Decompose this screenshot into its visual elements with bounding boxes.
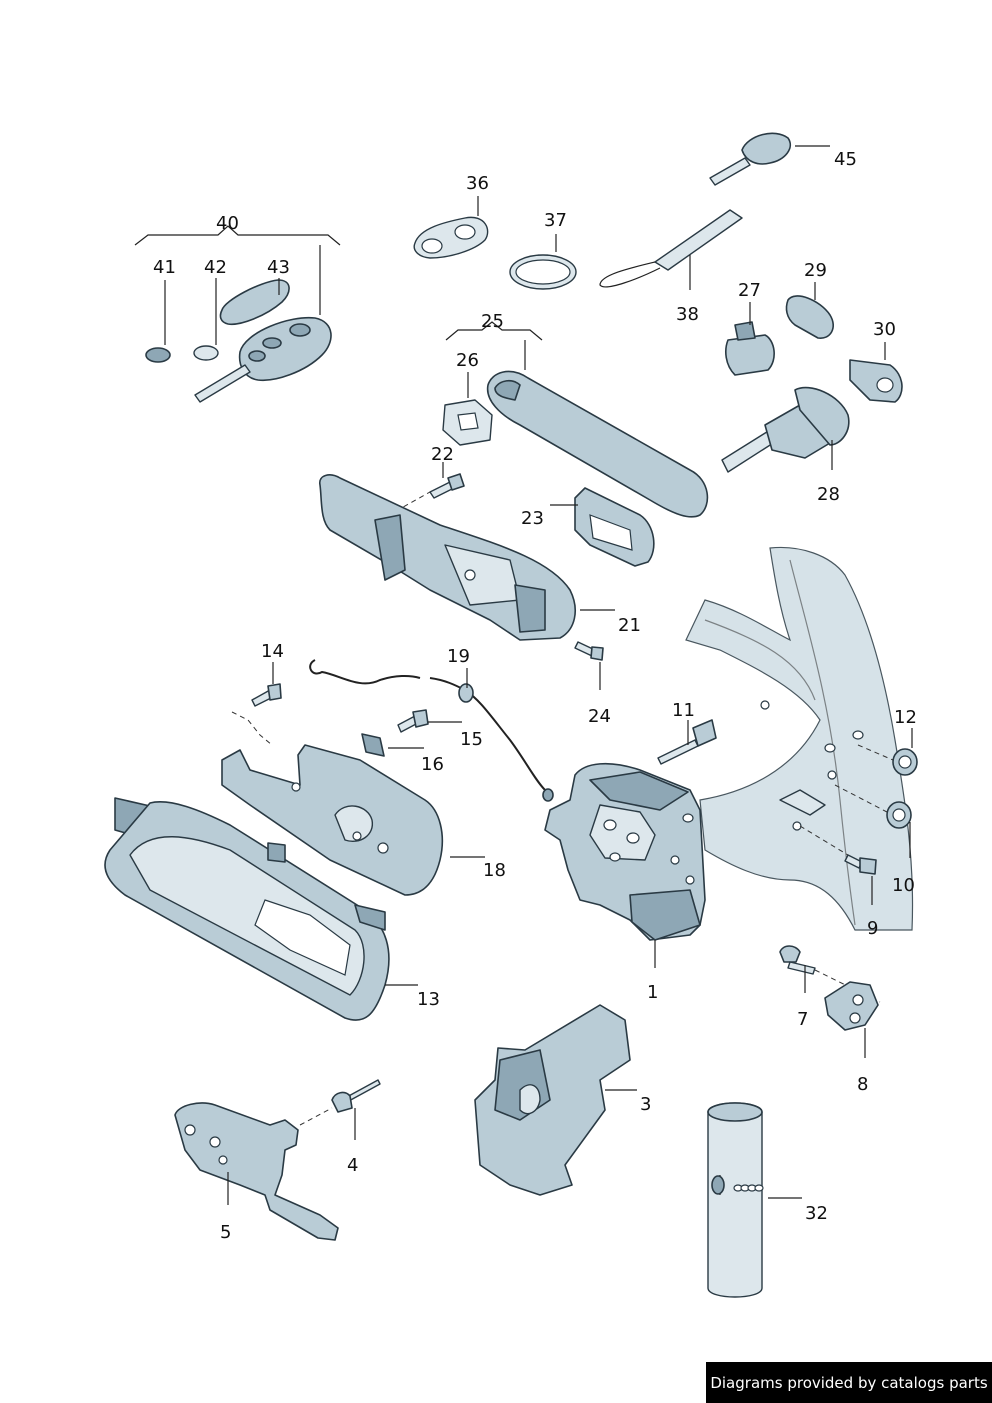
trim-cover-29: [785, 282, 834, 339]
callout-1: 1: [647, 982, 658, 1003]
callout-9: 9: [867, 918, 878, 939]
o-ring-37: [509, 234, 577, 290]
callout-14: 14: [261, 641, 284, 662]
screw-24: [574, 641, 604, 690]
outer-door-handle: [442, 321, 709, 518]
callout-11: 11: [672, 700, 695, 721]
callout-27: 27: [738, 280, 761, 301]
cap-27: [725, 302, 775, 376]
callout-40: 40: [216, 213, 239, 234]
callout-37: 37: [544, 210, 567, 231]
clip-16: [361, 733, 424, 757]
callout-21: 21: [618, 615, 641, 636]
key-blank: [709, 132, 830, 186]
callout-32: 32: [805, 1203, 828, 1224]
callout-15: 15: [460, 729, 483, 750]
callout-12: 12: [894, 707, 917, 728]
callout-25: 25: [481, 311, 504, 332]
handle-carrier-21: [319, 474, 615, 641]
remote-key-assembly: [134, 225, 341, 403]
callout-4: 4: [347, 1155, 358, 1176]
callout-5: 5: [220, 1222, 231, 1243]
footer-credit-badge: Diagrams provided by catalogs parts: [706, 1362, 992, 1403]
callout-19: 19: [447, 646, 470, 667]
callout-28: 28: [817, 484, 840, 505]
callout-42: 42: [204, 257, 227, 278]
callout-3: 3: [640, 1094, 651, 1115]
callout-23: 23: [521, 508, 544, 529]
bolt-14: [231, 662, 282, 746]
callout-43: 43: [267, 257, 290, 278]
callout-30: 30: [873, 319, 896, 340]
callout-26: 26: [456, 350, 479, 371]
callout-38: 38: [676, 304, 699, 325]
lever-bracket-18: [221, 744, 485, 896]
inner-handle-13: [104, 797, 418, 1021]
callout-10: 10: [892, 875, 915, 896]
seal-23: [550, 487, 655, 567]
lock-cylinder-28: [721, 386, 850, 473]
callout-36: 36: [466, 173, 489, 194]
callout-29: 29: [804, 260, 827, 281]
grommet-12: [857, 728, 918, 776]
rivet-4: [299, 1079, 381, 1140]
callout-18: 18: [483, 860, 506, 881]
callout-7: 7: [797, 1009, 808, 1030]
door-lock-1: [544, 762, 706, 968]
bowden-cable-19: [309, 659, 554, 802]
key-tag-38: [599, 209, 743, 290]
callout-24: 24: [588, 706, 611, 727]
callout-16: 16: [421, 754, 444, 775]
callout-13: 13: [417, 989, 440, 1010]
grommet-10: [834, 784, 912, 858]
callout-22: 22: [431, 444, 454, 465]
striker-plate-8: [824, 981, 879, 1058]
bracket-30: [849, 342, 903, 403]
bracket-5: [174, 1102, 339, 1241]
bolt-15: [397, 709, 462, 733]
spray-can-32: [707, 1102, 802, 1298]
callout-8: 8: [857, 1074, 868, 1095]
bolt-9: [799, 825, 877, 905]
door-body-panel: [685, 546, 914, 931]
callout-41: 41: [153, 257, 176, 278]
callout-labels: 45 36 37 40 41 42 43 29 27 38 25 30 26 2…: [153, 149, 917, 1243]
bolt-11: [657, 719, 717, 765]
gasket-36: [413, 196, 489, 259]
lock-cover-3: [474, 1004, 637, 1196]
callout-45: 45: [834, 149, 857, 170]
